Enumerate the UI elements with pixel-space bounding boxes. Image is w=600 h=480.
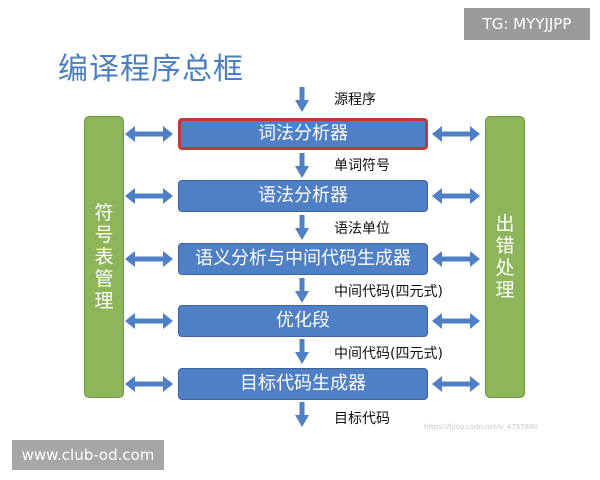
left-link-arrow-5 bbox=[125, 376, 173, 392]
flow-label-ir-2: 中间代码(四元式) bbox=[334, 346, 443, 362]
telegram-badge: TG: MYYJJPP bbox=[464, 8, 590, 40]
left-link-arrow-1 bbox=[125, 126, 173, 142]
right-link-arrow-1 bbox=[432, 126, 480, 142]
symbol-table-label: 符号表管理 bbox=[94, 202, 114, 312]
right-link-arrow-3 bbox=[432, 251, 480, 267]
stage-semantic-ir-generator: 语义分析与中间代码生成器 bbox=[178, 243, 428, 275]
flow-arrow-1 bbox=[295, 153, 309, 178]
flow-label-tokens: 单词符号 bbox=[334, 158, 390, 174]
faint-url-watermark: https://blog.csdn.net/u_4757880 bbox=[424, 423, 538, 431]
left-link-arrow-2 bbox=[125, 188, 173, 204]
flow-label-syntax-units: 语法单位 bbox=[334, 221, 390, 237]
symbol-table-panel: 符号表管理 bbox=[84, 116, 124, 398]
diagram-title: 编译程序总框 bbox=[58, 52, 244, 87]
right-link-arrow-2 bbox=[432, 188, 480, 204]
flow-label-ir-1: 中间代码(四元式) bbox=[334, 284, 443, 300]
stage-code-generator: 目标代码生成器 bbox=[178, 368, 428, 400]
flow-arrow-2 bbox=[295, 215, 309, 240]
flow-label-source: 源程序 bbox=[334, 92, 376, 108]
right-link-arrow-5 bbox=[432, 376, 480, 392]
stage-optimizer: 优化段 bbox=[178, 305, 428, 337]
flow-label-target: 目标代码 bbox=[334, 411, 390, 427]
left-link-arrow-3 bbox=[125, 251, 173, 267]
flow-arrow-out bbox=[295, 402, 309, 427]
site-watermark: www.club-od.com bbox=[12, 440, 164, 470]
flow-arrow-4 bbox=[295, 339, 309, 364]
flow-arrow-in bbox=[295, 87, 309, 112]
stage-lexical-analyzer: 词法分析器 bbox=[178, 118, 428, 150]
stage-syntax-analyzer: 语法分析器 bbox=[178, 180, 428, 212]
right-link-arrow-4 bbox=[432, 313, 480, 329]
flow-arrow-3 bbox=[295, 278, 309, 303]
error-handling-label: 出错处理 bbox=[495, 213, 515, 301]
left-link-arrow-4 bbox=[125, 313, 173, 329]
error-handling-panel: 出错处理 bbox=[485, 116, 525, 398]
